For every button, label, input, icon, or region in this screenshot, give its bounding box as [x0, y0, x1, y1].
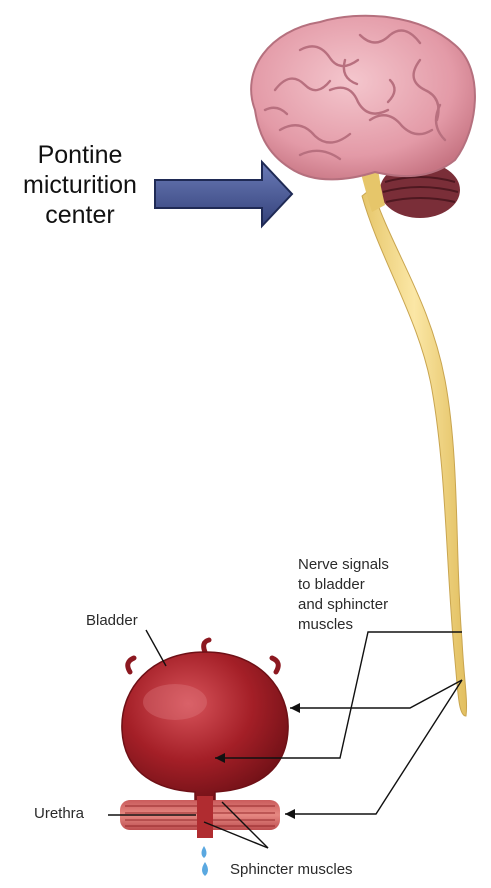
spinal-cord-image: [362, 188, 467, 716]
pmc-label: Pontine micturition center: [0, 140, 160, 230]
sphincter-muscles-label: Sphincter muscles: [230, 860, 353, 880]
bladder-label: Bladder: [86, 611, 138, 631]
big-arrow-icon: [155, 162, 292, 226]
water-droplet-icon: [202, 846, 209, 876]
sphincter-image: [120, 796, 280, 838]
pmc-line-1: Pontine: [0, 140, 160, 170]
urethra-label: Urethra: [34, 804, 84, 824]
nerve-signals-label: Nerve signals to bladder and sphincter m…: [298, 555, 458, 635]
nerve-line-3: and sphincter: [298, 595, 458, 615]
pmc-line-3: center: [0, 200, 160, 230]
nerve-line-1: Nerve signals: [298, 555, 458, 575]
bladder-image: [122, 640, 288, 800]
nerve-line-4: muscles: [298, 615, 458, 635]
nerve-line-2: to bladder: [298, 575, 458, 595]
pmc-line-2: micturition: [0, 170, 160, 200]
